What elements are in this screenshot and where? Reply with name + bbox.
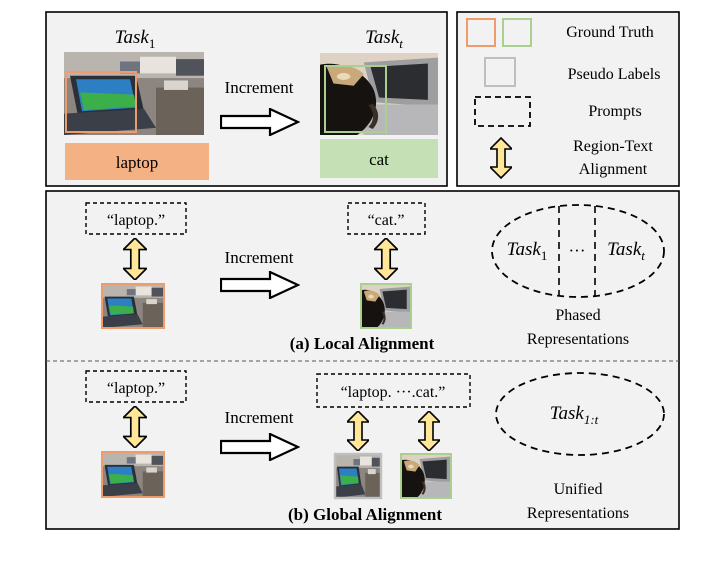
local-prompt-cat-box xyxy=(347,202,426,235)
phased-task-t: Taskt xyxy=(607,239,645,263)
local-prompt-laptop-box xyxy=(85,202,187,235)
local-prompt-laptop: “laptop.” xyxy=(107,212,165,229)
local-prompt-cat: “cat.” xyxy=(368,212,405,229)
pseudo-label-swatch xyxy=(484,57,516,87)
unified-rep-line2: Representations xyxy=(527,505,629,522)
local-cat-crop xyxy=(360,283,412,329)
local-increment-label: Increment xyxy=(225,248,294,267)
phased-task-1: Task1 xyxy=(507,239,548,263)
cat-photo-large xyxy=(320,53,438,135)
global-cat-crop xyxy=(400,453,452,499)
cat-label-box xyxy=(320,139,438,178)
global-prompt-laptop: “laptop.” xyxy=(107,380,165,397)
legend-prompts: Prompts xyxy=(588,103,641,120)
unified-rep-line1: Unified xyxy=(554,481,603,498)
global-increment-label: Increment xyxy=(225,408,294,427)
laptop-photo-large xyxy=(64,52,204,135)
phased-dots: ··· xyxy=(569,241,586,260)
legend-pseudo-labels: Pseudo Labels xyxy=(568,66,661,83)
unified-ellipse xyxy=(495,372,665,456)
global-prompt-combined-box xyxy=(316,373,471,408)
phased-rep-line1: Phased xyxy=(555,307,600,324)
ground-truth-swatch-orange xyxy=(466,18,496,47)
unified-task: Task1:t xyxy=(550,403,599,427)
task-t-title: Taskt xyxy=(365,27,403,51)
global-prompt-laptop-box xyxy=(85,370,187,403)
local-laptop-crop xyxy=(101,283,165,329)
legend-alignment-line1: Region-Text xyxy=(573,138,653,155)
legend-alignment-line2: Alignment xyxy=(579,161,648,178)
ground-truth-swatch-green xyxy=(502,18,532,47)
laptop-label-box xyxy=(65,143,209,180)
phased-rep-line2: Representations xyxy=(527,331,629,348)
legend-ground-truth: Ground Truth xyxy=(566,24,654,41)
phased-ellipse xyxy=(491,204,665,298)
global-laptop-crop xyxy=(101,451,165,498)
prompt-swatch xyxy=(474,96,531,127)
laptop-label: laptop xyxy=(116,153,159,172)
local-alignment-caption: (a) Local Alignment xyxy=(290,334,435,353)
global-prompt-combined: “laptop. ···.cat.” xyxy=(341,384,446,401)
top-increment-label: Increment xyxy=(225,78,294,97)
global-alignment-caption: (b) Global Alignment xyxy=(288,505,442,524)
global-pseudo-laptop-crop xyxy=(333,452,383,500)
task-1-title: Task1 xyxy=(115,27,156,51)
cat-label: cat xyxy=(369,150,389,169)
